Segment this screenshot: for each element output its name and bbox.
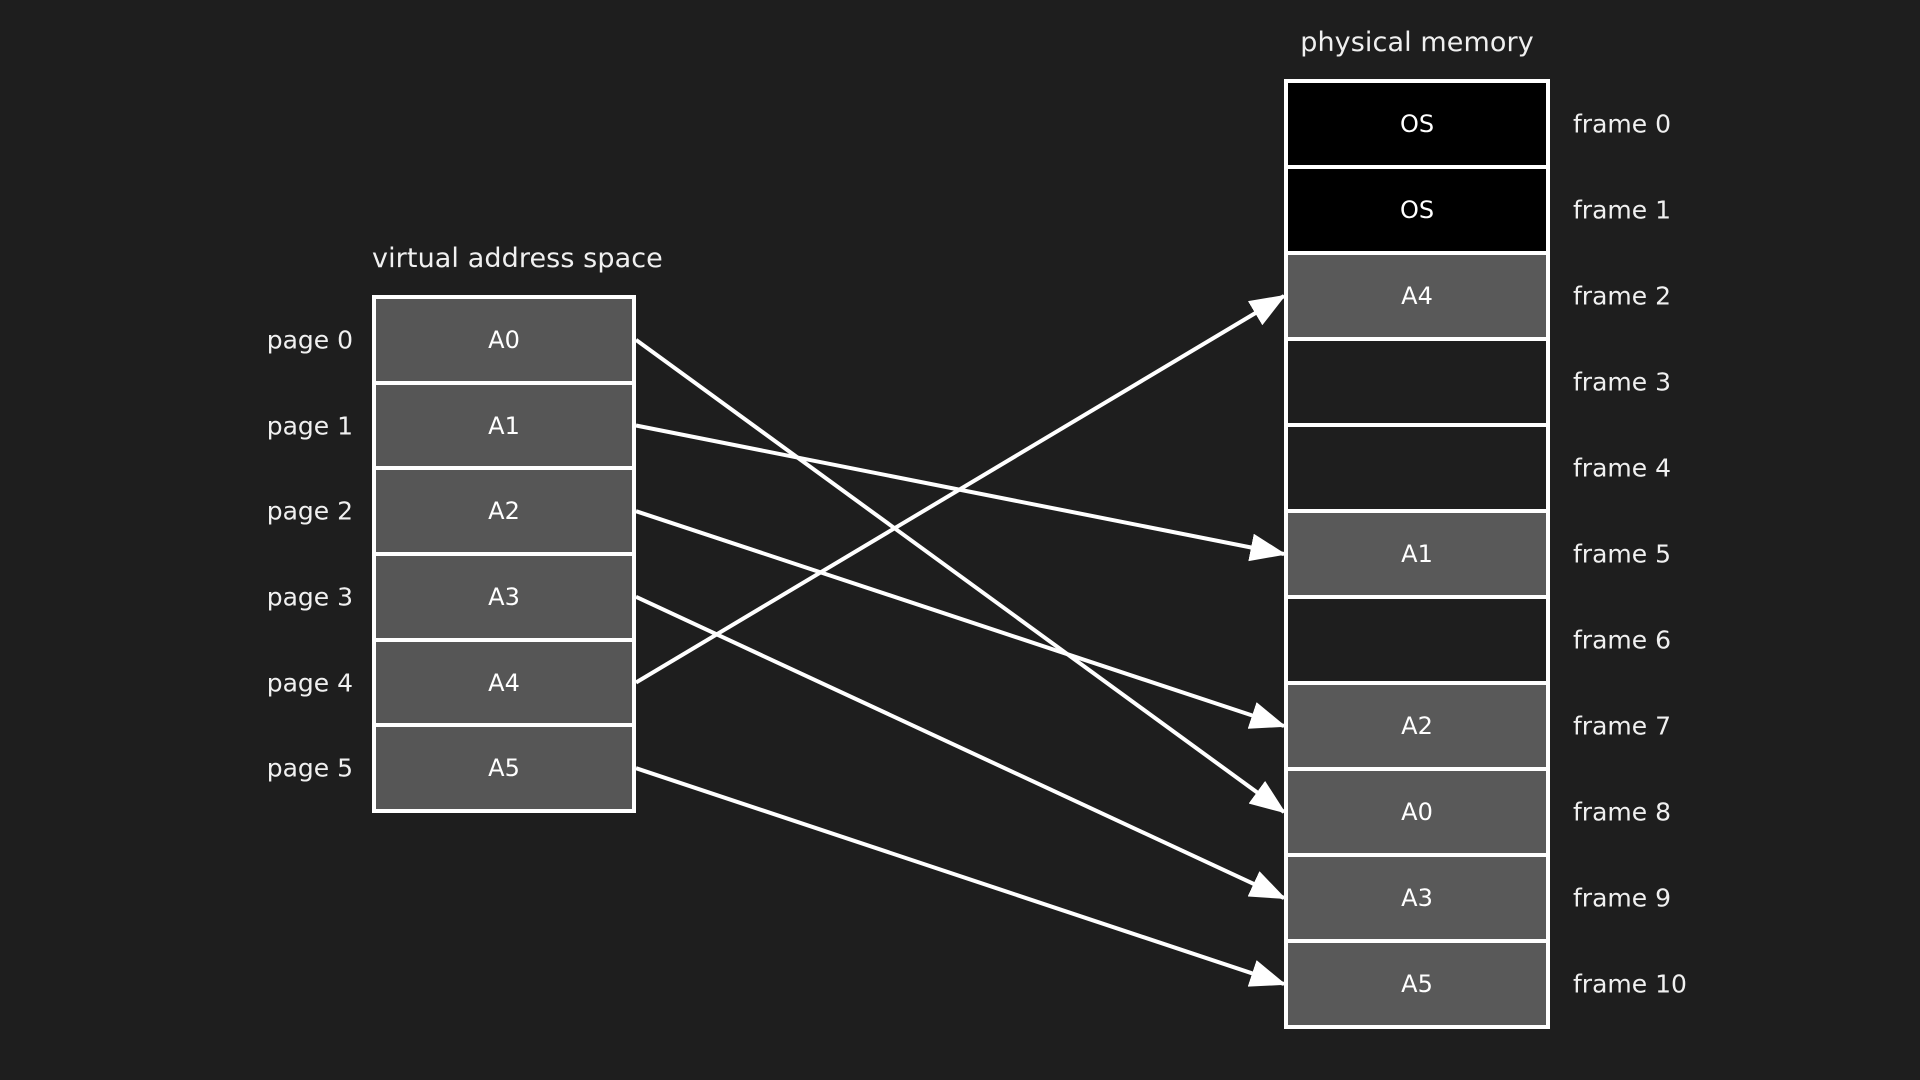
frame-cell-8: A0 <box>1288 771 1546 853</box>
frame-label-10: frame 10 <box>1573 969 1687 999</box>
page-cell-1: A1 <box>376 384 632 467</box>
frame-cell-0: OS <box>1288 83 1546 165</box>
mapping-arrow-page0-to-frame8 <box>634 338 1286 814</box>
page-cell-2: A2 <box>376 470 632 553</box>
frame-label-4: frame 4 <box>1573 453 1671 483</box>
frame-label-3: frame 3 <box>1573 367 1671 397</box>
frame-cell-label: A3 <box>1401 884 1433 912</box>
frame-cell-label: A5 <box>1401 970 1433 998</box>
page-cell-5: A5 <box>376 727 632 810</box>
frame-cell-label: A0 <box>1401 798 1433 826</box>
frame-cell-7: A2 <box>1288 685 1546 767</box>
frame-cell-3 <box>1288 341 1546 423</box>
mapping-arrow-page3-to-frame9 <box>635 595 1287 900</box>
frame-label-2: frame 2 <box>1573 281 1671 311</box>
page-label-1: page 1 <box>266 411 353 440</box>
frame-cell-5: A1 <box>1288 513 1546 595</box>
mapping-arrow-page5-to-frame10 <box>635 766 1287 987</box>
frame-cell-9: A3 <box>1288 857 1546 939</box>
mapping-arrow-page2-to-frame7 <box>635 509 1287 729</box>
frame-label-6: frame 6 <box>1573 625 1671 655</box>
page-label-0: page 0 <box>266 325 353 355</box>
frame-label-5: frame 5 <box>1573 539 1671 569</box>
mapping-arrow-page4-to-frame2 <box>634 294 1287 685</box>
frame-cell-label: A2 <box>1401 712 1433 740</box>
frame-cell-label: A1 <box>1401 540 1433 568</box>
page-label-2: page 2 <box>266 496 353 526</box>
page-label-4: page 4 <box>266 668 353 697</box>
physical-memory-title: physical memory <box>1300 27 1534 58</box>
frame-label-9: frame 9 <box>1573 883 1671 913</box>
page-cell-0: A0 <box>376 299 632 381</box>
page-cell-label: A5 <box>488 754 520 783</box>
frame-cell-label: OS <box>1399 110 1435 138</box>
page-cell-label: A3 <box>488 582 520 611</box>
page-cell-label: A4 <box>488 668 520 697</box>
page-cell-label: A2 <box>488 497 520 526</box>
page-label-5: page 5 <box>266 753 353 783</box>
frame-cell-4 <box>1288 427 1546 509</box>
page-cell-label: A0 <box>488 325 520 354</box>
mapping-arrow-page1-to-frame5 <box>635 423 1287 562</box>
frame-label-8: frame 8 <box>1573 797 1671 827</box>
frame-cell-label: A4 <box>1401 282 1433 310</box>
frame-label-7: frame 7 <box>1573 711 1671 741</box>
frame-label-0: frame 0 <box>1573 109 1671 139</box>
page-label-3: page 3 <box>266 582 353 612</box>
page-cell-label: A1 <box>488 411 520 440</box>
page-cell-4: A4 <box>376 641 632 724</box>
frame-cell-6 <box>1288 599 1546 681</box>
frame-label-1: frame 1 <box>1573 195 1671 225</box>
frame-cell-label: OS <box>1399 196 1435 224</box>
frame-cell-2: A4 <box>1288 255 1546 337</box>
frame-cell-1: OS <box>1288 169 1546 251</box>
page-cell-3: A3 <box>376 556 632 638</box>
frame-cell-10: A5 <box>1288 943 1546 1025</box>
virtual-address-space-title: virtual address space <box>372 243 663 274</box>
